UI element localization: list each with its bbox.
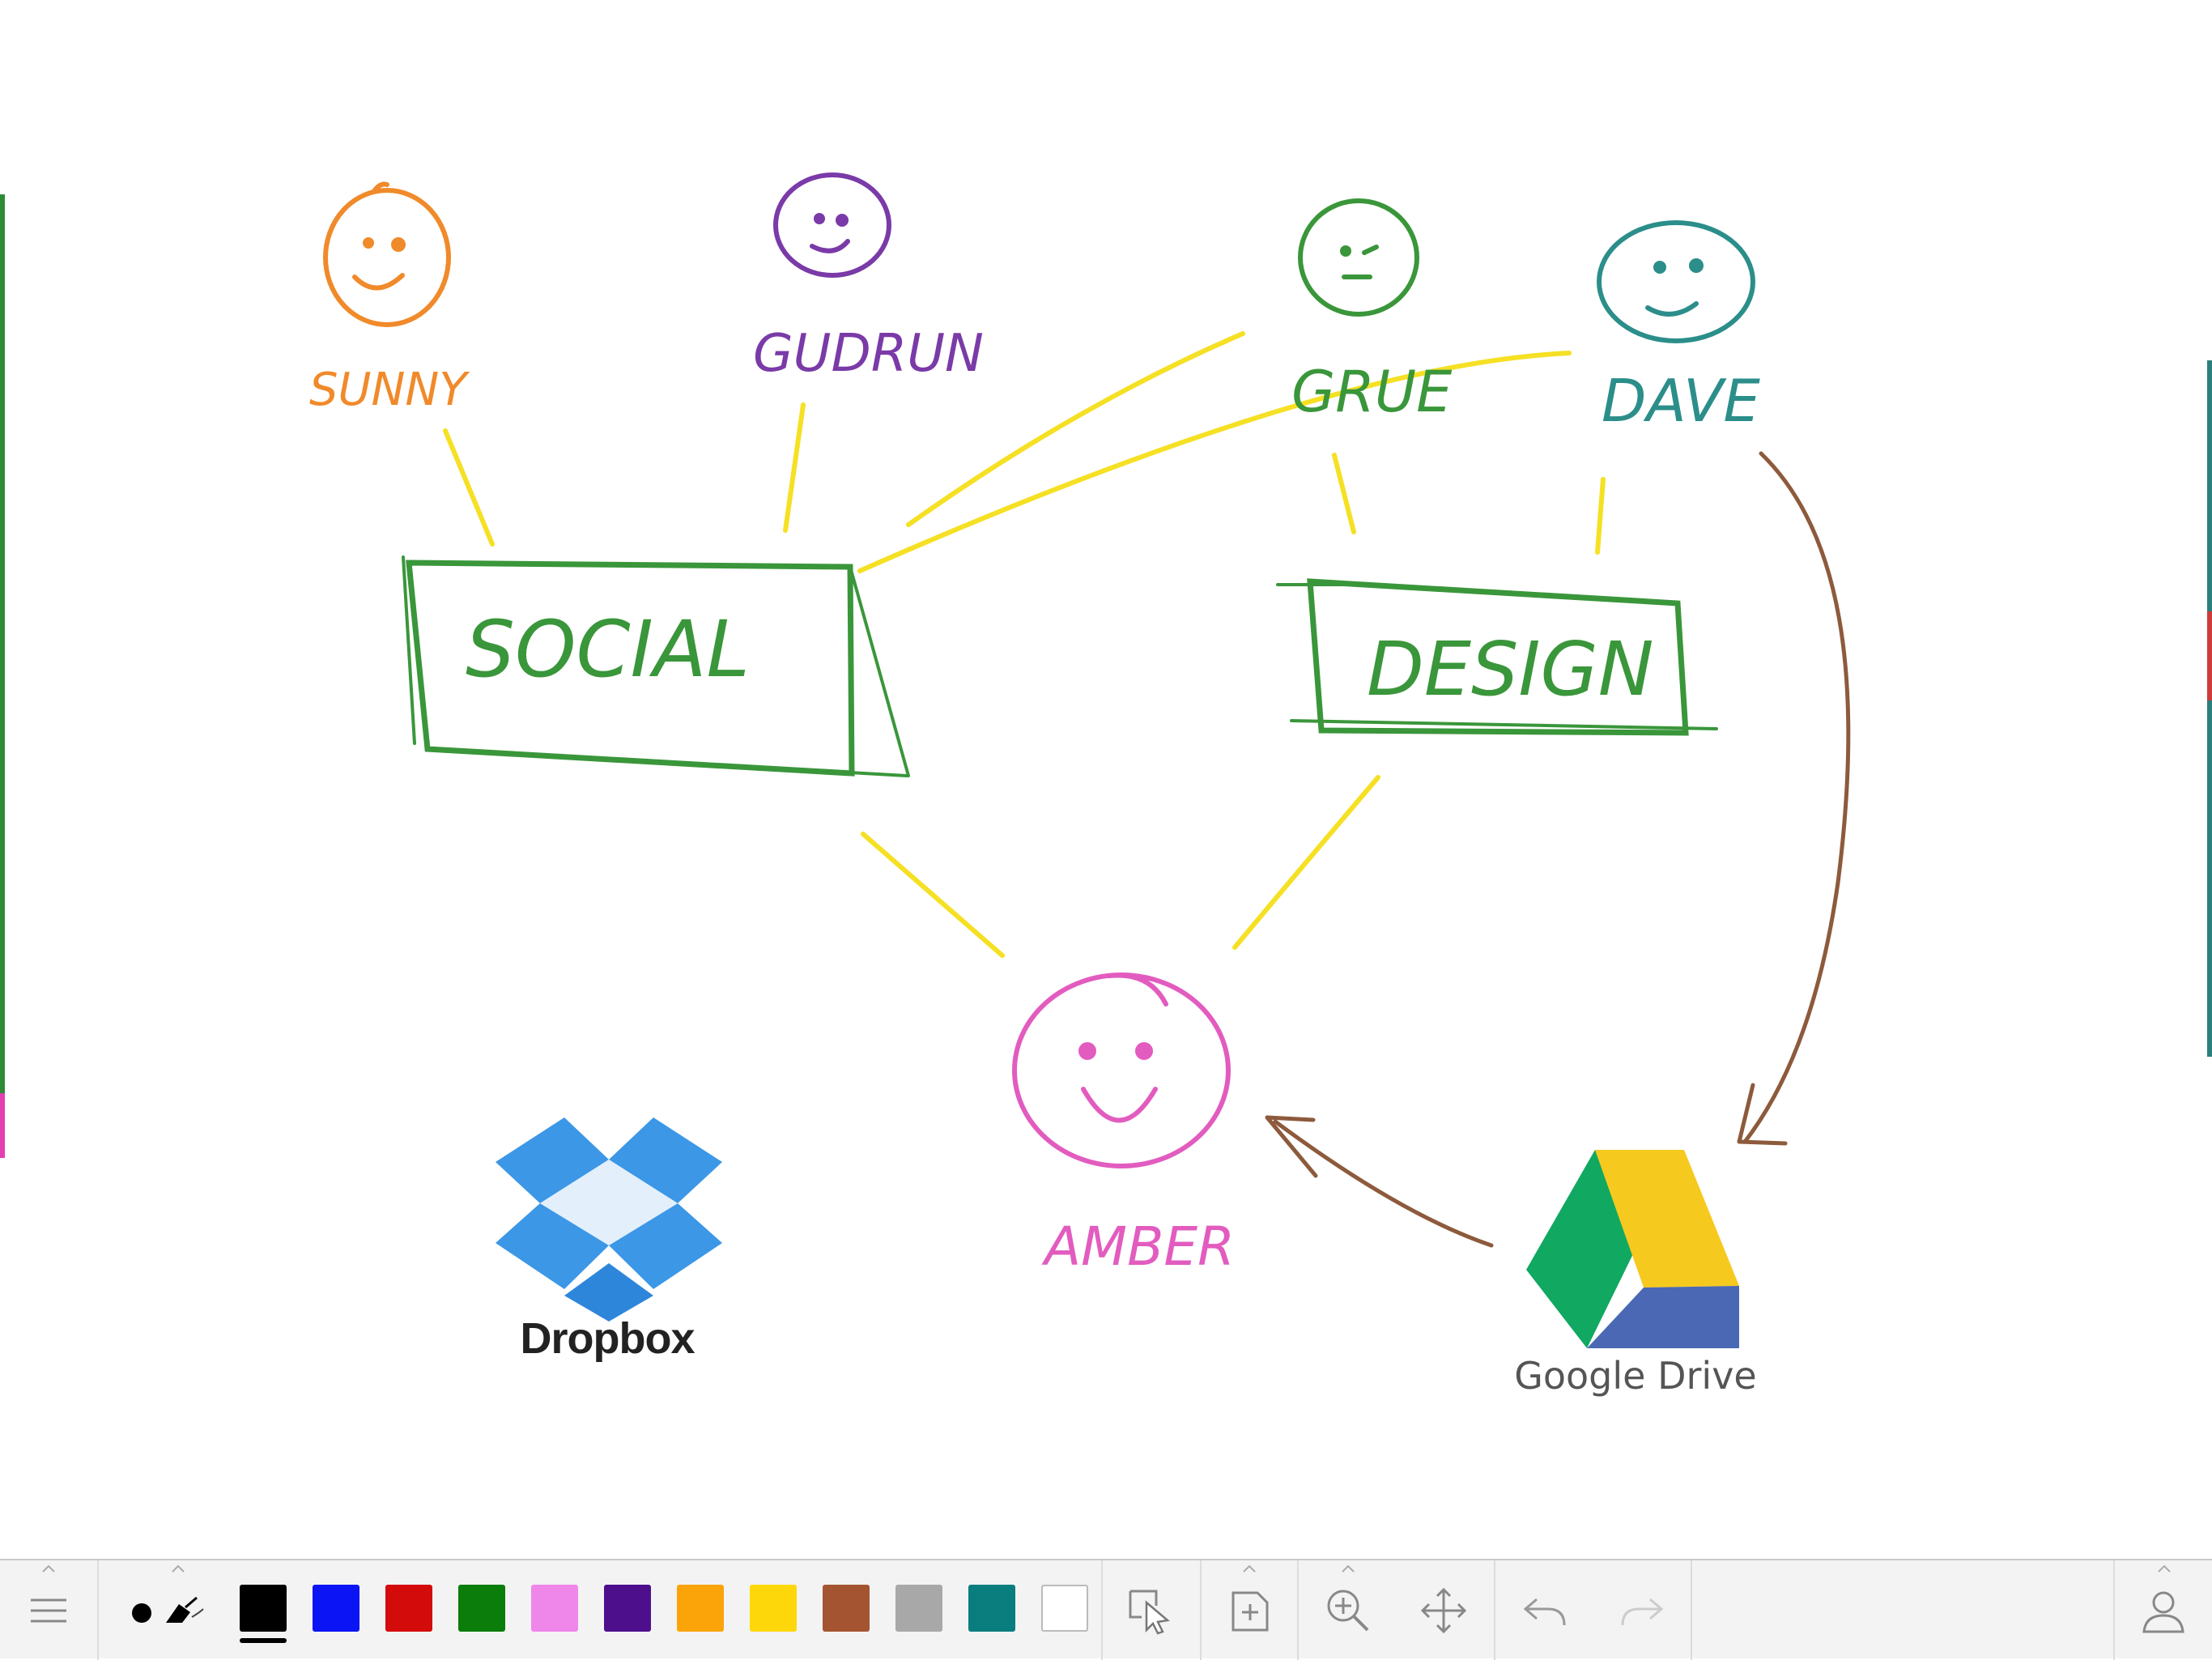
face-gudrun[interactable]: GUDRUN	[753, 172, 984, 384]
zoom-button[interactable]	[1316, 1578, 1380, 1643]
connector-grue-social	[906, 331, 1245, 527]
toolbar-divider	[1691, 1560, 1692, 1660]
right-edge-strip-teal	[2207, 360, 2212, 1057]
right-edge-strip-red	[2207, 611, 2212, 700]
connector-lines	[443, 331, 1606, 958]
select-tool-button[interactable]	[1117, 1578, 1182, 1643]
face-dave[interactable]: DAVE	[1597, 220, 1760, 435]
selected-color-indicator	[240, 1638, 287, 1643]
color-swatch-orange[interactable]	[677, 1585, 724, 1632]
face-grue[interactable]: GRUE	[1291, 198, 1453, 425]
color-swatch-teal[interactable]	[968, 1585, 1015, 1632]
gdrive-logo-label: Google Drive	[1514, 1354, 1757, 1398]
chevron-up-icon[interactable]	[1237, 1562, 1261, 1575]
connector-sunny-social	[443, 428, 495, 547]
box-social[interactable]: SOCIAL	[402, 555, 910, 777]
face-amber[interactable]: AMBER	[1012, 973, 1235, 1278]
label-amber: AMBER	[1041, 1215, 1235, 1278]
chevron-up-icon[interactable]	[36, 1562, 61, 1575]
move-button[interactable]	[1411, 1578, 1476, 1643]
connector-gudrun-social	[783, 402, 806, 533]
add-page-button[interactable]	[1217, 1578, 1282, 1643]
box-social-label: SOCIAL	[466, 604, 750, 695]
arrow-gdrive-to-amber	[1273, 1119, 1494, 1248]
select-icon	[1129, 1590, 1170, 1635]
connector-grue-design	[1332, 453, 1356, 534]
color-swatch-pink[interactable]	[531, 1585, 578, 1632]
toolbar-divider	[2113, 1560, 2115, 1660]
add-page-icon	[1231, 1591, 1269, 1632]
color-swatch-green[interactable]	[458, 1585, 505, 1632]
arrow-dave-to-gdrive-head	[1737, 1083, 1788, 1146]
label-sunny: SUNNY	[309, 364, 470, 416]
box-design-label: DESIGN	[1367, 626, 1654, 713]
connector-dave-design	[1595, 477, 1606, 555]
color-swatch-blue[interactable]	[313, 1585, 359, 1632]
label-gudrun: GUDRUN	[753, 324, 984, 384]
chevron-up-icon[interactable]	[166, 1562, 190, 1575]
connector-social-amber	[861, 832, 1005, 958]
chevron-up-icon[interactable]	[1336, 1562, 1360, 1575]
toolbar-divider	[1494, 1560, 1495, 1660]
pen-dot-icon	[132, 1596, 204, 1623]
redo-icon	[1621, 1598, 1664, 1626]
user-icon	[2142, 1591, 2184, 1633]
move-icon	[1420, 1587, 1467, 1634]
arrows	[1265, 451, 1851, 1248]
color-swatch-white[interactable]	[1041, 1585, 1088, 1632]
toolbar-divider	[1101, 1560, 1103, 1660]
label-dave: DAVE	[1602, 367, 1760, 435]
whiteboard-canvas[interactable]: SOCIAL DESIGN SUNNY GUDRUN GRUE DAVE	[0, 0, 2212, 1559]
bottom-toolbar	[0, 1559, 2212, 1660]
label-grue: GRUE	[1291, 359, 1453, 425]
toolbar-divider	[1200, 1560, 1202, 1660]
color-swatch-red[interactable]	[385, 1585, 432, 1632]
left-edge-strip-pink	[0, 1093, 5, 1158]
arrow-gdrive-to-amber-head	[1265, 1115, 1318, 1178]
hamburger-menu-icon	[31, 1598, 66, 1623]
zoom-icon	[1327, 1590, 1369, 1632]
color-swatch-brown[interactable]	[823, 1585, 870, 1632]
connector-design-amber	[1232, 775, 1380, 950]
redo-button[interactable]	[1610, 1578, 1674, 1643]
chevron-up-icon[interactable]	[2152, 1562, 2176, 1575]
dropbox-logo[interactable]	[496, 1117, 722, 1322]
color-swatch-gray[interactable]	[895, 1585, 942, 1632]
pen-tool-button[interactable]	[121, 1578, 211, 1643]
color-swatch-purple[interactable]	[604, 1585, 651, 1632]
arrow-dave-to-gdrive	[1742, 451, 1851, 1144]
toolbar-divider	[97, 1560, 99, 1660]
connector-dave-social	[857, 351, 1572, 573]
account-button[interactable]	[2131, 1578, 2196, 1643]
face-sunny[interactable]: SUNNY	[309, 181, 470, 416]
menu-button[interactable]	[16, 1578, 81, 1643]
color-swatch-yellow[interactable]	[750, 1585, 797, 1632]
left-edge-strip-green	[0, 194, 5, 1093]
dropbox-logo-label: Dropbox	[520, 1314, 696, 1363]
undo-button[interactable]	[1512, 1578, 1577, 1643]
toolbar-divider	[1297, 1560, 1299, 1660]
google-drive-logo[interactable]	[1526, 1150, 1739, 1348]
undo-icon	[1523, 1598, 1566, 1626]
box-design[interactable]: DESIGN	[1276, 578, 1718, 736]
color-swatch-black[interactable]	[240, 1585, 287, 1632]
